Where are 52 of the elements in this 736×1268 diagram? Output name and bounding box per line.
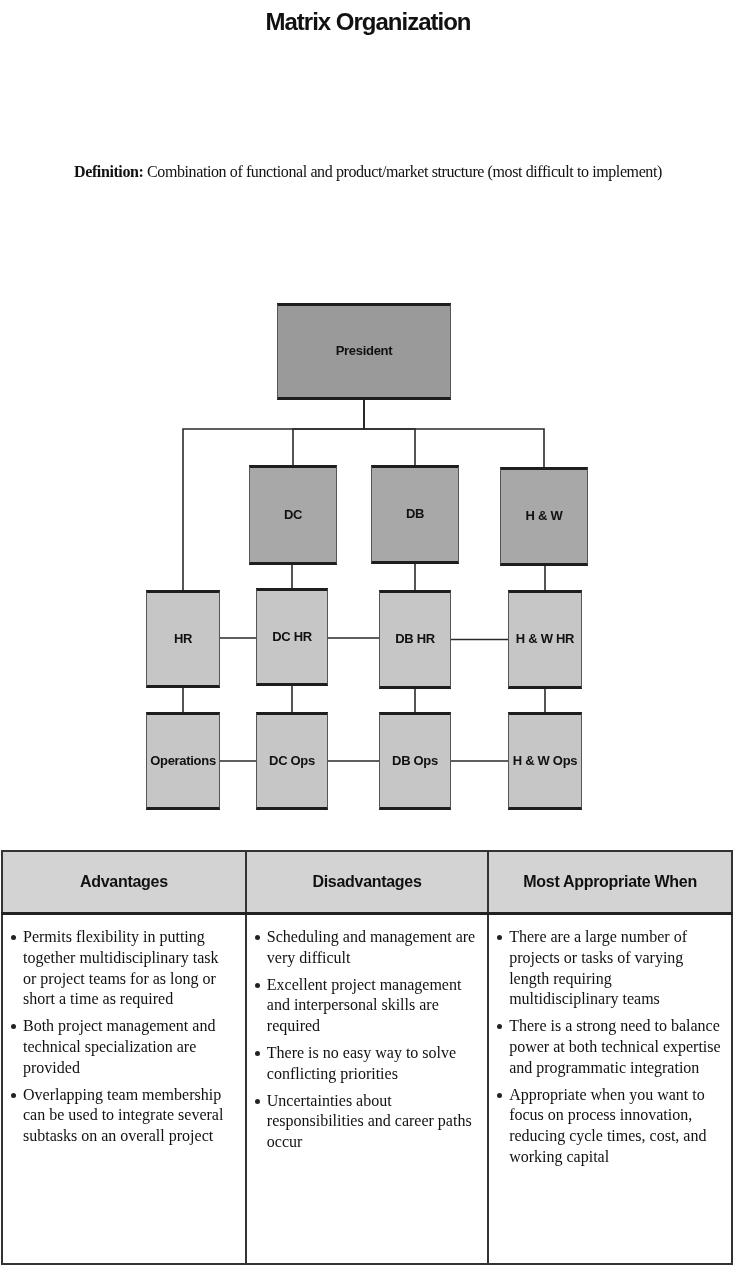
column-header: Disadvantages xyxy=(245,851,489,914)
box-label: DB Ops xyxy=(392,753,438,769)
definition-text: Definition: Combination of functional and product/market structure (most difficult to implement) xyxy=(74,163,662,181)
org-unit-box xyxy=(146,712,220,810)
connector-line xyxy=(291,685,293,713)
box-label: DC Ops xyxy=(269,753,315,769)
connector-line xyxy=(182,687,184,713)
connector-line xyxy=(219,637,257,639)
list-item-text: Permits flexibility in putting together multidisciplinary task or project teams for as long or short a time as required xyxy=(23,927,220,1010)
org-unit-box xyxy=(500,467,588,566)
connector-line xyxy=(450,638,509,641)
box-label: H & W Ops xyxy=(512,753,578,769)
list-item-text: Overlapping team membership can be used to integrate several subtasks on an overall project xyxy=(23,1084,225,1147)
connector-line xyxy=(327,637,380,639)
box-label: President xyxy=(335,344,393,359)
org-unit-box xyxy=(508,712,582,810)
org-unit-box xyxy=(508,590,582,689)
box-label: DC xyxy=(283,507,303,523)
diagram-title: Matrix Organization xyxy=(265,8,471,36)
box-label: DB HR xyxy=(395,632,435,647)
list-item-text: Uncertainties about responsibilities and career paths occur xyxy=(266,1090,473,1153)
list-item-text: Both project management and technical specialization are provided xyxy=(23,1016,217,1079)
list-item-text: Excellent project management and interpersonal skills are required xyxy=(266,974,463,1037)
org-unit-box xyxy=(371,465,459,564)
list-item-text: Scheduling and management are very difficult xyxy=(266,927,477,969)
connector-line xyxy=(219,760,257,762)
connector-line xyxy=(414,563,416,591)
org-unit-box xyxy=(249,465,337,565)
org-unit-box xyxy=(146,590,220,688)
box-label: DC HR xyxy=(272,629,312,645)
box-label: H & W HR xyxy=(515,632,575,647)
column-header: Advantages xyxy=(2,851,246,914)
box-label: DB xyxy=(405,507,425,522)
connector-line xyxy=(544,688,546,713)
list-item-text: There is a strong need to balance power at both technical expertise and programmatic integration xyxy=(509,1016,721,1079)
org-unit-box xyxy=(379,590,451,689)
box-label: Operations xyxy=(150,753,216,769)
list-item-text: There is no easy way to solve conflicting priorities xyxy=(266,1043,458,1085)
box-label: H & W xyxy=(525,509,563,524)
box-label: HR xyxy=(173,631,193,647)
org-unit-box xyxy=(256,588,328,686)
list-item-text: Appropriate when you want to focus on process innovation, reducing cycle times, cost, and working capital xyxy=(509,1084,708,1168)
org-unit-box xyxy=(379,712,451,810)
connector-line xyxy=(414,688,416,713)
org-unit-box xyxy=(277,303,451,400)
connector-line xyxy=(327,760,380,762)
list-item-text: There are a large number of projects or tasks of varying length requiring multidisciplinary teams xyxy=(509,927,688,1010)
connector-line xyxy=(450,760,509,762)
org-unit-box xyxy=(256,712,328,810)
connector-line xyxy=(544,565,546,591)
connector-line xyxy=(291,564,293,589)
column-header: Most Appropriate When xyxy=(488,851,732,914)
